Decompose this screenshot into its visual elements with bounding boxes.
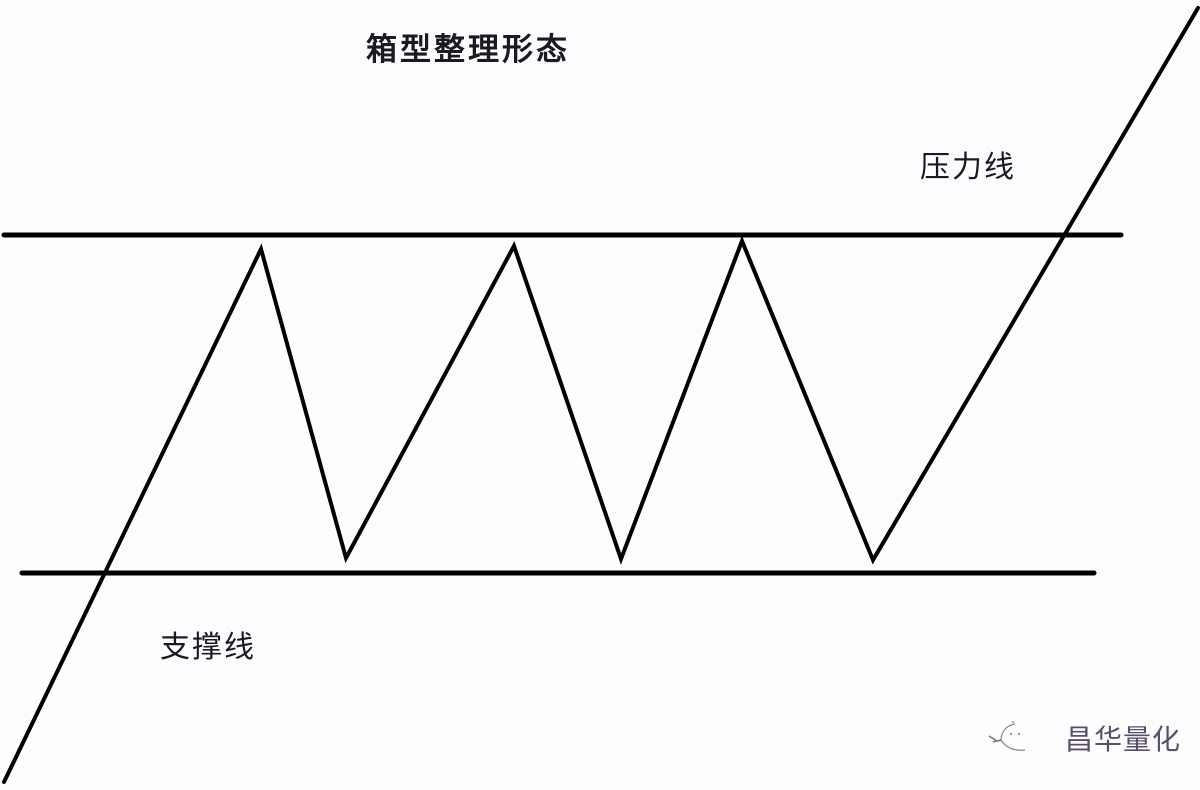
support-line-label: 支撑线 bbox=[160, 630, 256, 665]
diagram-title: 箱型整理形态 bbox=[366, 32, 570, 68]
watermark: 昌华量化 bbox=[985, 718, 1181, 758]
resistance-line-label: 压力线 bbox=[920, 150, 1016, 185]
wechat-logo-icon bbox=[988, 721, 1026, 751]
watermark-text: 昌华量化 bbox=[1065, 723, 1182, 756]
price-zigzag-path bbox=[2, 6, 1200, 784]
